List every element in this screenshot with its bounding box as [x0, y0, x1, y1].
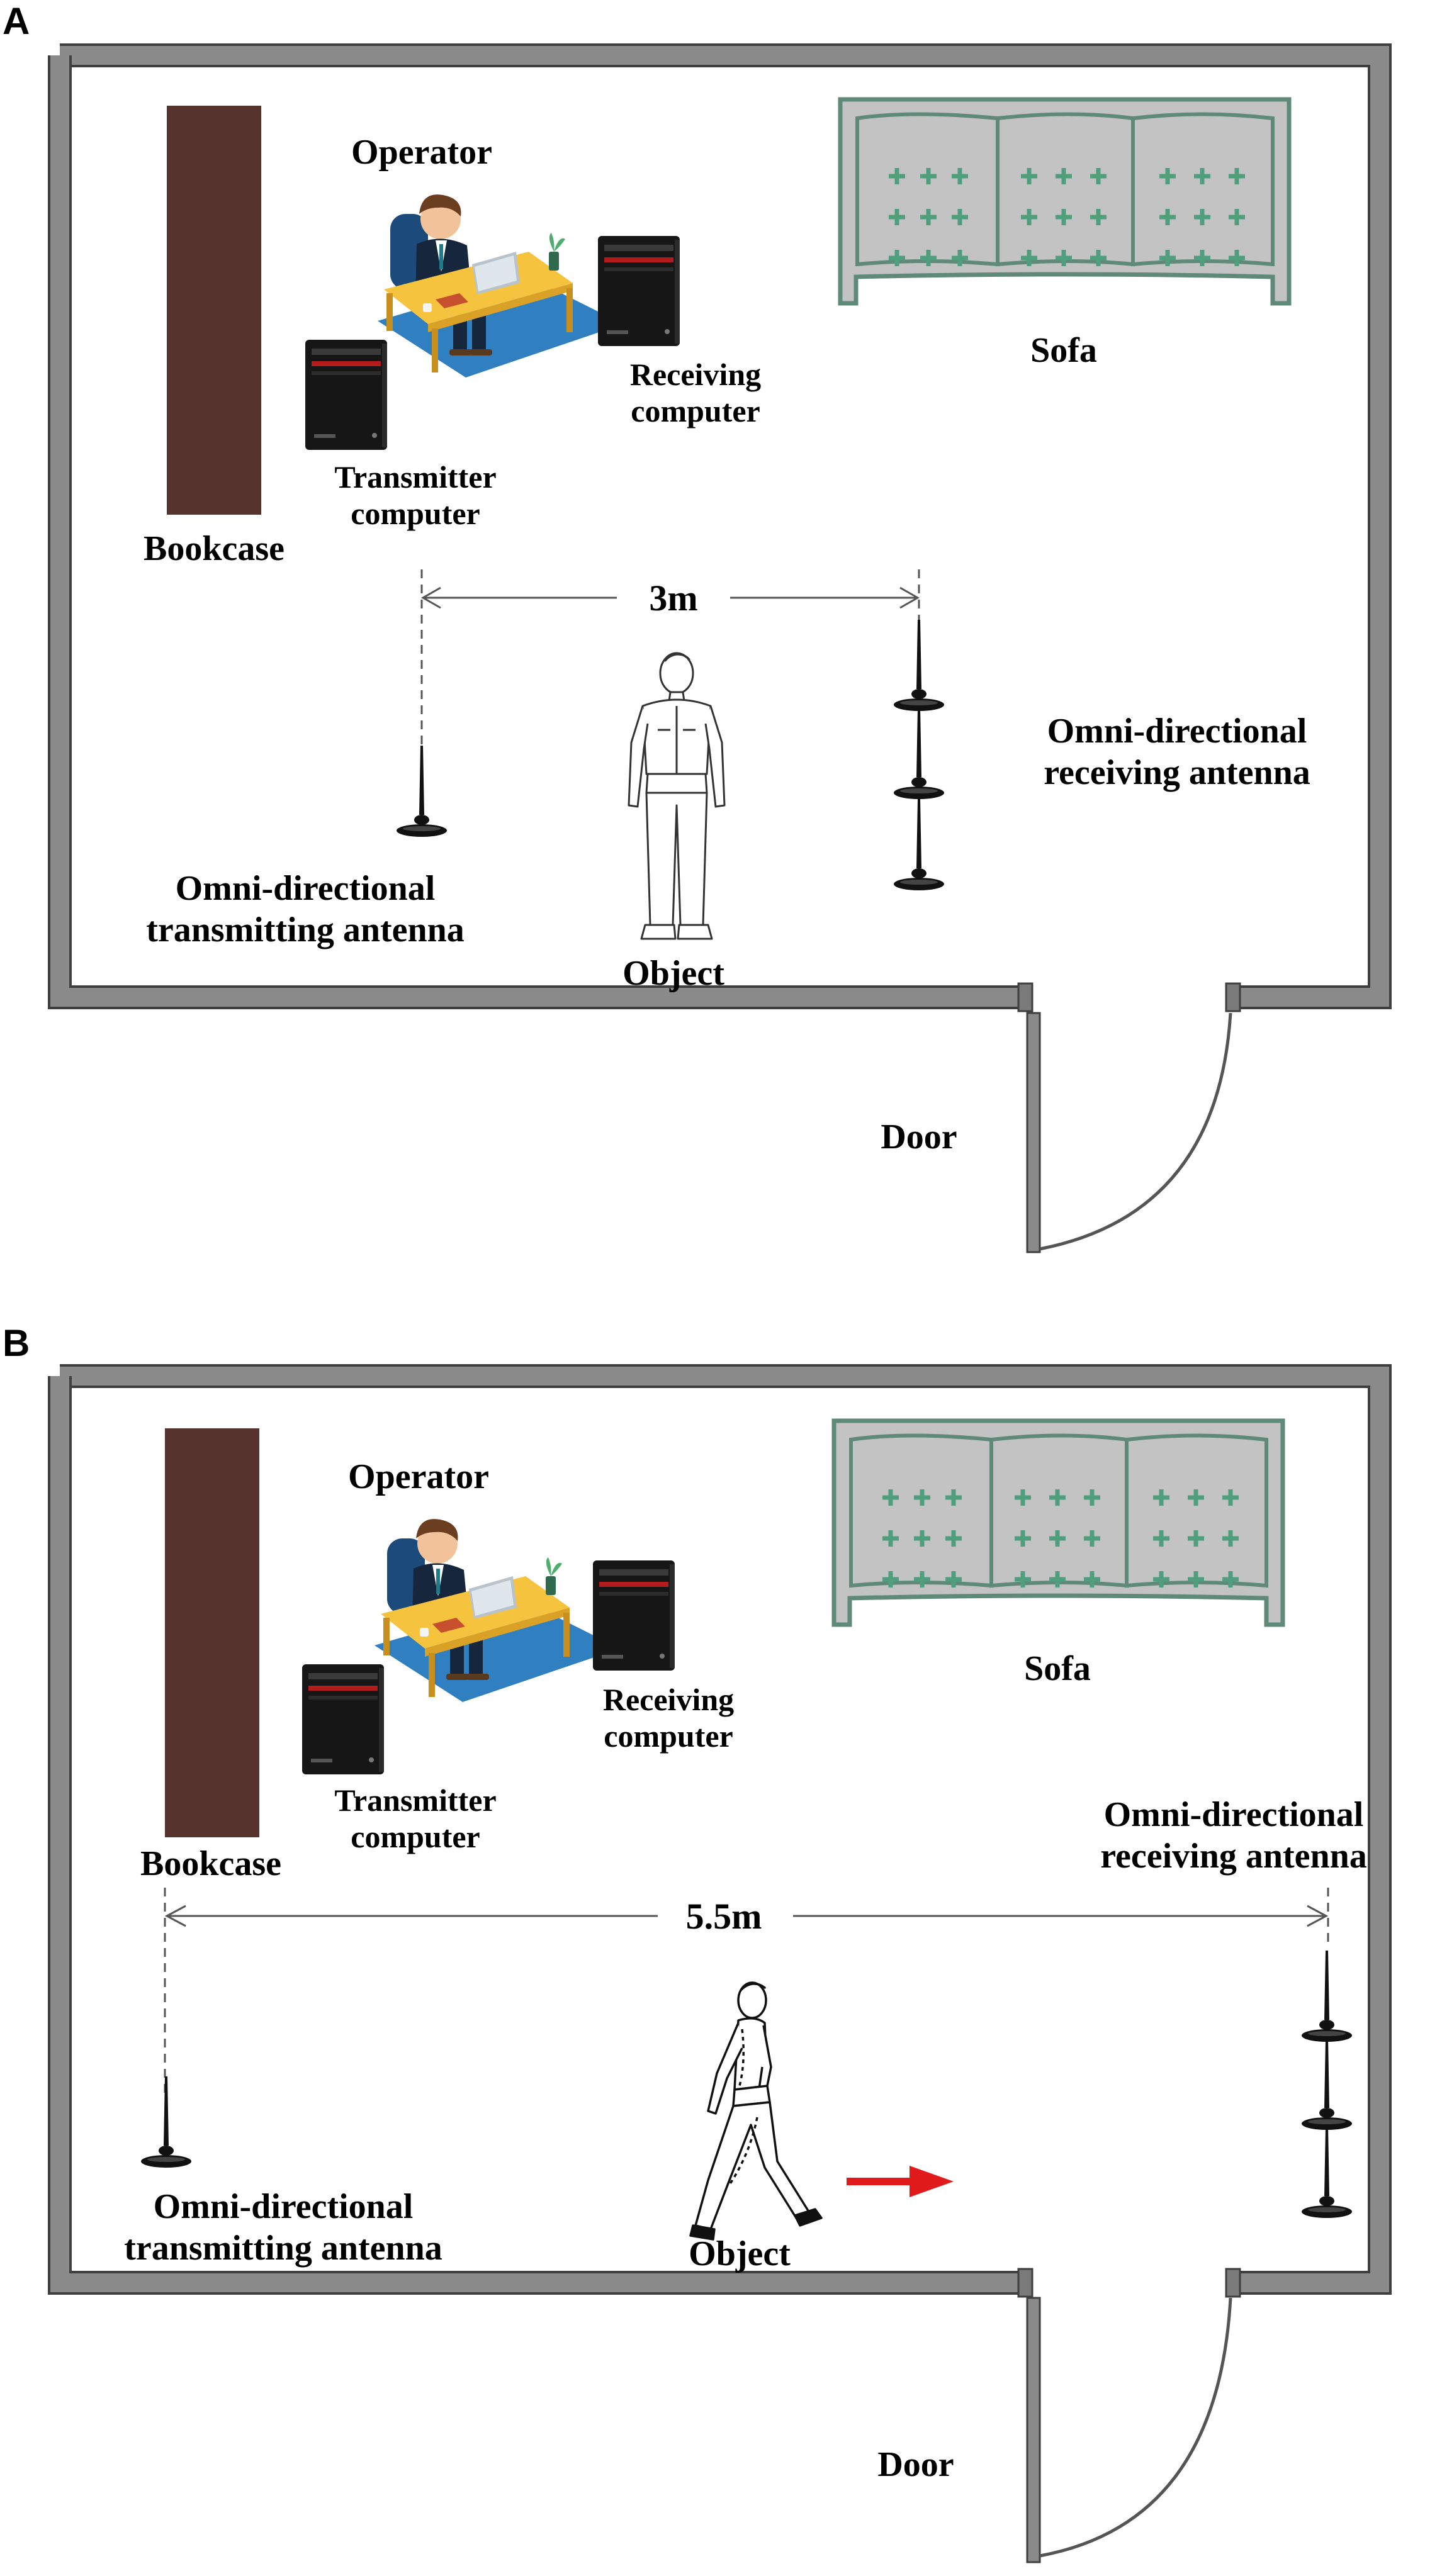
- object-label: Object: [689, 2234, 791, 2273]
- door-label: Door: [881, 1117, 957, 1156]
- object-label: Object: [622, 954, 724, 993]
- operator-label: Operator: [348, 1457, 489, 1496]
- receiving-antenna-icon: [894, 620, 944, 711]
- door-label: Door: [877, 2445, 954, 2484]
- distance-marker: [164, 1888, 1329, 2095]
- operator-icon: [375, 1519, 620, 1702]
- bookcase-label: Bookcase: [140, 1844, 281, 1883]
- door: [1026, 1012, 1232, 1253]
- sofa: [831, 1418, 1285, 1627]
- right-arrow-icon: [847, 2166, 954, 2197]
- transmitting-antenna-icon: [397, 746, 447, 837]
- door: [1026, 2297, 1232, 2563]
- panel-letter: B: [3, 1322, 30, 1364]
- sofa: [838, 97, 1292, 306]
- panel-b: B: [3, 1322, 1392, 2563]
- distance-label: 5.5m: [686, 1896, 762, 1937]
- distance-label: 3m: [649, 578, 697, 619]
- room-walls: [48, 43, 1392, 1012]
- distance-marker: [420, 569, 920, 761]
- panel-letter: A: [3, 0, 30, 42]
- sofa-label: Sofa: [1024, 1649, 1091, 1688]
- room-walls: [48, 1364, 1392, 2298]
- receiving-computer-icon: [598, 236, 680, 346]
- transmitting-antenna-icon: [141, 2076, 191, 2168]
- receiving-antenna-icon: [1302, 2039, 1352, 2130]
- standing-person-icon: [628, 652, 726, 940]
- receiving-antenna-icon: [894, 799, 944, 890]
- transmitter-computer-icon: [305, 340, 387, 450]
- walking-person-icon: [689, 1981, 823, 2241]
- sofa-label: Sofa: [1030, 331, 1097, 370]
- operator-label: Operator: [351, 133, 492, 172]
- bookcase: [165, 1428, 259, 1837]
- receiving-antenna-icon: [894, 708, 944, 799]
- receiving-antenna-icon: [1302, 2127, 1352, 2218]
- bookcase: [167, 106, 261, 515]
- panel-a: A: [3, 0, 1392, 1253]
- receiving-antenna-icon: [1302, 1951, 1352, 2042]
- transmitter-computer-icon: [302, 1664, 384, 1774]
- operator-icon: [378, 194, 623, 378]
- receiving-computer-icon: [593, 1560, 675, 1671]
- bookcase-label: Bookcase: [144, 529, 284, 568]
